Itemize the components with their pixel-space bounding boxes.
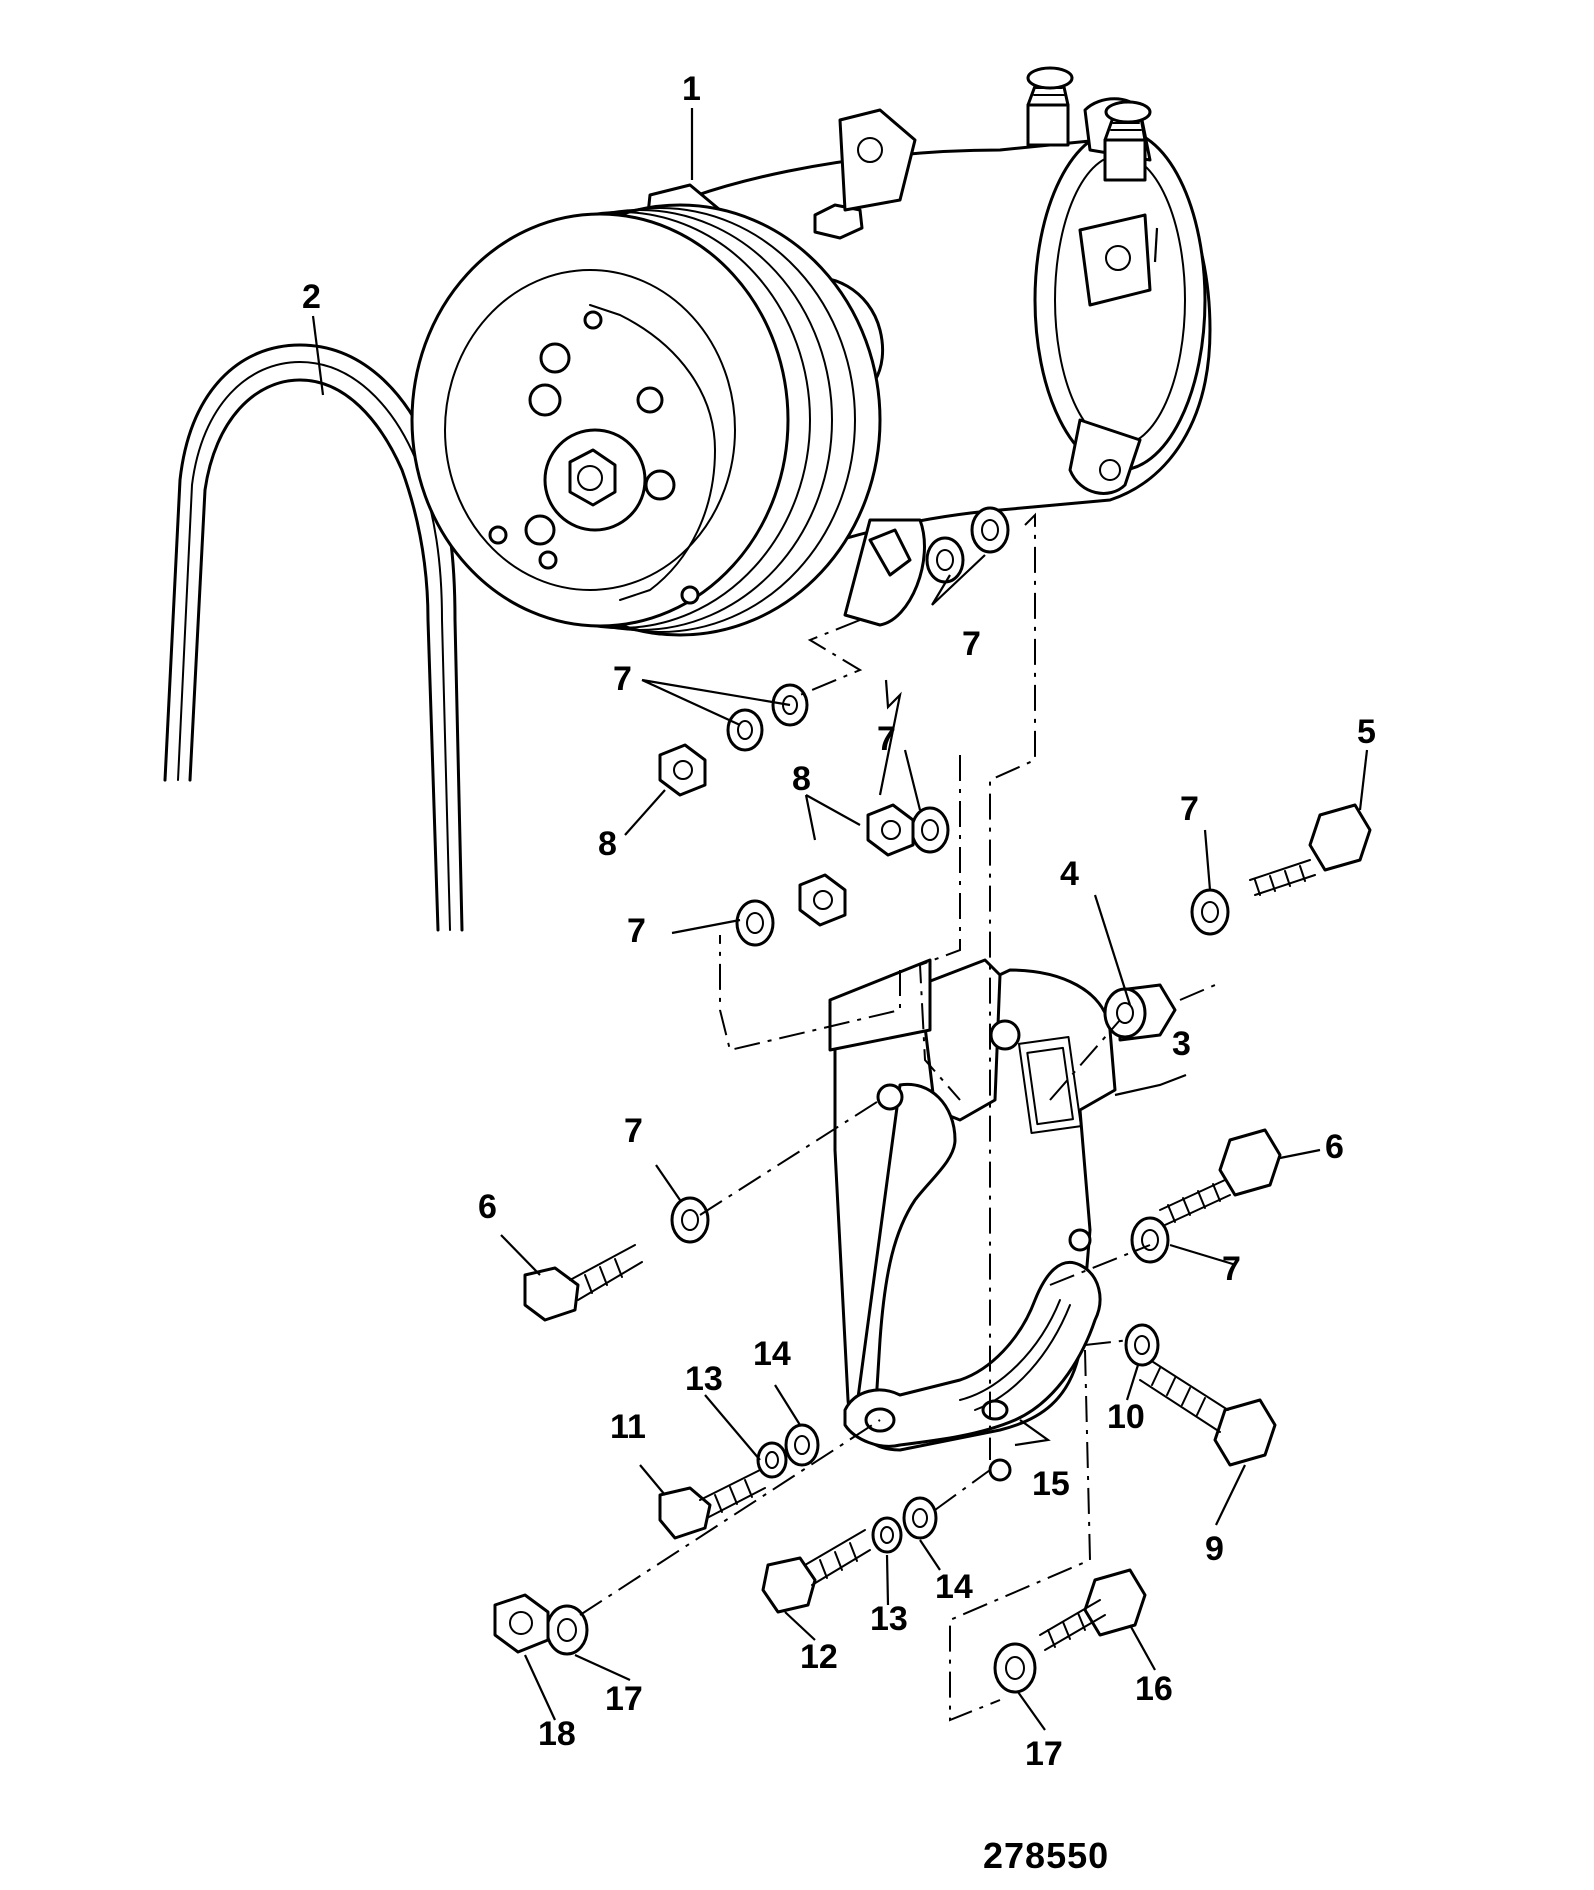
figure-reference-number: 278550 — [983, 1835, 1109, 1876]
bolt-5 — [1249, 803, 1372, 896]
callout-16: 16 — [1135, 1670, 1173, 1708]
callout-2: 2 — [302, 278, 321, 316]
washer — [545, 1604, 589, 1656]
callout-7-left: 7 — [627, 912, 646, 950]
spacer — [1103, 983, 1177, 1042]
nut-group — [493, 743, 915, 1654]
washer — [784, 1423, 820, 1467]
washer — [735, 899, 775, 947]
adjusting-link — [843, 1261, 1102, 1448]
service-valve-discharge — [1103, 100, 1152, 182]
hex-nut — [658, 743, 707, 797]
washer — [726, 708, 764, 752]
callout-10: 10 — [1107, 1398, 1145, 1436]
callout-17-left: 17 — [605, 1680, 643, 1718]
callout-11: 11 — [610, 1408, 646, 1446]
hex-nut — [493, 1593, 550, 1654]
callout-12: 12 — [800, 1638, 838, 1676]
leader-lines — [311, 108, 1369, 1731]
washer — [970, 506, 1010, 554]
callout-13-upper: 13 — [685, 1360, 723, 1398]
callout-6-right: 6 — [1325, 1128, 1344, 1166]
callout-14-upper: 14 — [753, 1335, 791, 1373]
washer — [670, 1196, 710, 1244]
callout-15: 15 — [1032, 1465, 1070, 1503]
washer-group — [545, 506, 1230, 1694]
callout-17-right: 17 — [1025, 1735, 1063, 1773]
callout-13-lower: 13 — [870, 1600, 908, 1638]
washer — [1190, 888, 1230, 936]
bolt-12 — [761, 1529, 871, 1614]
washer — [910, 806, 950, 854]
callout-3: 3 — [1172, 1025, 1191, 1063]
hex-nut — [866, 803, 915, 857]
washer — [993, 1642, 1037, 1694]
callout-6-left: 6 — [478, 1188, 497, 1226]
callout-7-right: 7 — [1180, 790, 1199, 828]
service-valve-suction — [1026, 66, 1074, 147]
hex-nut — [798, 873, 847, 927]
washer — [1130, 1216, 1170, 1264]
bolt-6-left — [523, 1244, 643, 1322]
callout-1: 1 — [682, 70, 701, 108]
assembly-center-lines — [579, 512, 1216, 1722]
washer — [925, 536, 965, 584]
callout-7-lower-right: 7 — [1222, 1250, 1241, 1288]
washer — [756, 1441, 788, 1479]
bolt-16 — [1039, 1568, 1147, 1651]
bolt-9 — [1139, 1359, 1277, 1467]
washer — [902, 1496, 938, 1540]
bolt-6-right — [1159, 1128, 1282, 1226]
callout-7-top: 7 — [962, 625, 981, 663]
bolt-11 — [658, 1469, 766, 1540]
callout-8-mid: 8 — [792, 760, 811, 798]
callout-7-mid: 7 — [877, 720, 896, 758]
callout-5: 5 — [1357, 713, 1376, 751]
callout-9: 9 — [1205, 1530, 1224, 1568]
callout-labels: 1 2 3 4 5 6 6 7 7 7 7 7 7 7 8 8 9 10 11 … — [302, 70, 1376, 1773]
callout-4: 4 — [1060, 855, 1079, 893]
callout-8-left: 8 — [598, 825, 617, 863]
callout-18: 18 — [538, 1715, 576, 1753]
washer — [1124, 1323, 1160, 1367]
callout-14-lower: 14 — [935, 1568, 973, 1606]
compressor — [410, 66, 1212, 637]
callout-7-upper-left: 7 — [613, 660, 632, 698]
callout-7-bracket: 7 — [624, 1112, 643, 1150]
washer — [871, 1516, 903, 1554]
